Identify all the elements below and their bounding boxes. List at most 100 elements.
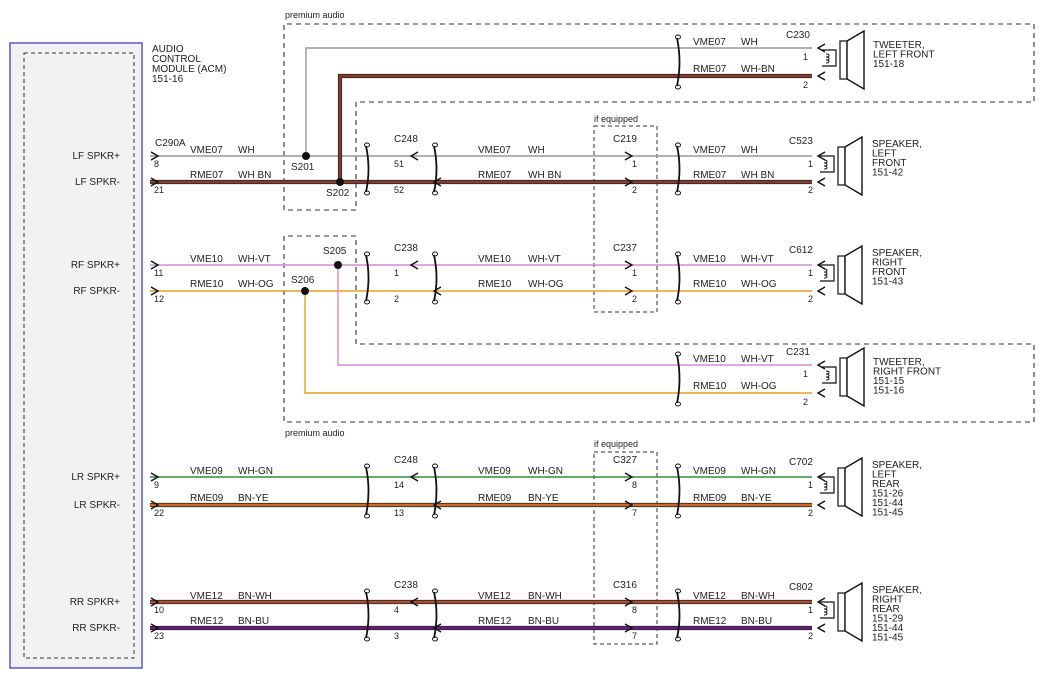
channel-0-minus-color-2: WH BN (741, 170, 774, 181)
channel-3-minus-label: RR SPKR- (72, 623, 120, 634)
channel-1-speaker-title-line-3: 151-43 (872, 277, 904, 288)
tweeter-1-title-line-1: RIGHT FRONT (873, 367, 941, 378)
channel-2-spk-plus-arrow-icon (816, 472, 826, 482)
channel-2-spk-connector: C702 (789, 457, 813, 468)
tweeter-0-minus-wire-outline (337, 73, 812, 182)
channel-0-minus-color-0: WH BN (238, 170, 271, 181)
channel-0-spk-minus-arrow-icon (816, 177, 826, 187)
channel-0-minus-label: LF SPKR- (75, 177, 120, 188)
channel-0-plus-circuit-0: VME07 (190, 145, 223, 156)
tweeter-1-connector: C231 (786, 347, 810, 358)
channel-0-spk-terminal (820, 155, 835, 173)
channel-1-plus-circuit-0: VME10 (190, 254, 223, 265)
channel-2-speaker-title-line-0: SPEAKER, (872, 460, 922, 471)
channel-1-minus-color-2: WH-OG (741, 279, 777, 290)
channel-0-mid2-inline-cap-top (432, 142, 438, 148)
channel-0-mid-inline-cap-top (364, 142, 370, 148)
channel-3-spk-speaker-icon (844, 581, 863, 643)
channel-1-mid-inline-cap-top (364, 251, 370, 257)
channel-1-speaker-title-line-0: SPEAKER, (872, 248, 922, 259)
tweeter-1-spk-speaker-icon (846, 346, 865, 408)
channel-2-plus-circuit-0: VME09 (190, 466, 223, 477)
channel-0-mid-inline-cap-bottom (364, 190, 370, 196)
if-equipped-bottom-boundary (593, 451, 658, 645)
channel-2-minus-color-1: BN-YE (528, 493, 559, 504)
tweeter-0-inline-inline-cap-bottom (675, 84, 681, 90)
channel-0-speaker-title-line-2: FRONT (872, 158, 906, 169)
channel-2-spk-pin-plus: 1 (808, 480, 813, 490)
S206-splice-dot (301, 287, 309, 295)
channel-2-opt-inline-cap-bottom (675, 513, 681, 519)
channel-2-spk-magnet (837, 467, 846, 507)
channel-0-minus-circuit-2: RME07 (693, 170, 727, 181)
channel-1-spk-terminal (820, 264, 835, 282)
channel-3-speaker-title-line-2: REAR (872, 604, 900, 615)
channel-1-spk-minus-arrow-icon (816, 286, 826, 296)
channel-0-speaker-title-line-3: 151-42 (872, 168, 904, 179)
channel-0-mid-pin-minus: 52 (394, 185, 404, 195)
channel-2-opt-plus-arrow-icon (624, 472, 634, 482)
channel-3-minus-circuit-1: RME12 (478, 616, 512, 627)
channel-3-minus-color-1: BN-BU (528, 616, 559, 627)
tweeter-0-plus-color: WH (741, 37, 758, 48)
tweeter-1-spk-coil-icon (825, 370, 830, 381)
acm-module (9, 42, 143, 669)
channel-2-plus-color-1: WH-GN (528, 466, 563, 477)
channel-0-mid2-inline-cap-bottom (432, 190, 438, 196)
channel-0-speaker-title-line-1: LEFT (872, 149, 896, 160)
acm-title-line-3: 151-16 (152, 74, 184, 85)
channel-2-opt-connector: C327 (613, 455, 637, 466)
channel-0-spk-pin-minus: 2 (808, 185, 813, 195)
channel-2-plus-color-2: WH-GN (741, 466, 776, 477)
channel-0-mid-connector: C248 (394, 134, 418, 145)
channel-1-opt-inline-cap-top (675, 251, 681, 257)
channel-0-opt-connector: C219 (613, 134, 637, 145)
channel-3-acm-minus-arrow-icon (150, 623, 160, 633)
splice-label-s206: S206 (291, 275, 315, 286)
channel-1-minus-label: RF SPKR- (73, 286, 120, 297)
channel-2-mid-inline-cap-bottom (364, 513, 370, 519)
channel-1-spk-magnet (837, 255, 846, 295)
channel-1-acm-pin-plus: 11 (154, 268, 163, 278)
channel-1-speaker-title-line-2: FRONT (872, 267, 906, 278)
tweeter-1-inline-inline-break (676, 354, 681, 404)
channel-3-minus-circuit-2: RME12 (693, 616, 727, 627)
channel-1-plus-color-1: WH-VT (528, 254, 561, 265)
channel-3-opt-inline-cap-top (675, 588, 681, 594)
channel-0-mid-pin-plus: 51 (394, 159, 404, 169)
channel-3-spk-minus-arrow-icon (816, 623, 826, 633)
tweeter-0-title-line-1: LEFT FRONT (873, 50, 934, 61)
tweeter-0-spk-magnet (839, 40, 848, 80)
splice-label-s201: S201 (291, 162, 315, 173)
channel-1-acm-plus-arrow-icon (150, 260, 160, 270)
channel-0-plus-color-2: WH (741, 145, 758, 156)
channel-1-spk-speaker-icon (844, 244, 863, 306)
channel-1-opt-pin-plus: 1 (632, 268, 637, 278)
acm-title-line-2: MODULE (ACM) (152, 64, 226, 75)
channel-2-mid-connector: C248 (394, 455, 418, 466)
tweeter-0-pin-minus: 2 (803, 80, 808, 90)
channel-1-acm-pin-minus: 12 (154, 294, 164, 304)
channel-2-minus-circuit-1: RME09 (478, 493, 512, 504)
channel-0-minus-color-1: WH BN (528, 170, 561, 181)
channel-1-mid2-inline-cap-top (432, 251, 438, 257)
channel-1-opt-inline-cap-bottom (675, 299, 681, 305)
channel-2-opt-pin-plus: 8 (632, 480, 637, 490)
channel-3-minus-color-0: BN-BU (238, 616, 269, 627)
tweeter-1-minus-arrow-icon (816, 388, 826, 398)
tweeter-1-pin-plus: 1 (803, 369, 808, 379)
tweeter-1-minus-wire (304, 291, 812, 394)
tweeter-1-spk-magnet (839, 357, 848, 397)
channel-2-mid-pin-minus: 13 (394, 508, 404, 518)
channel-3-spk-connector: C802 (789, 582, 813, 593)
wires-layer (150, 47, 812, 631)
channel-2-speaker-title-line-2: REAR (872, 479, 900, 490)
channel-3-plus-circuit-2: VME12 (693, 591, 726, 602)
channel-3-opt-inline-cap-bottom (675, 636, 681, 642)
channel-3-plus-circuit-0: VME12 (190, 591, 223, 602)
channel-1-mid-plus-arrow-icon (409, 260, 419, 270)
channel-3-mid-connector: C238 (394, 580, 418, 591)
channel-2-speaker-title-line-3: 151-26 (872, 489, 904, 500)
